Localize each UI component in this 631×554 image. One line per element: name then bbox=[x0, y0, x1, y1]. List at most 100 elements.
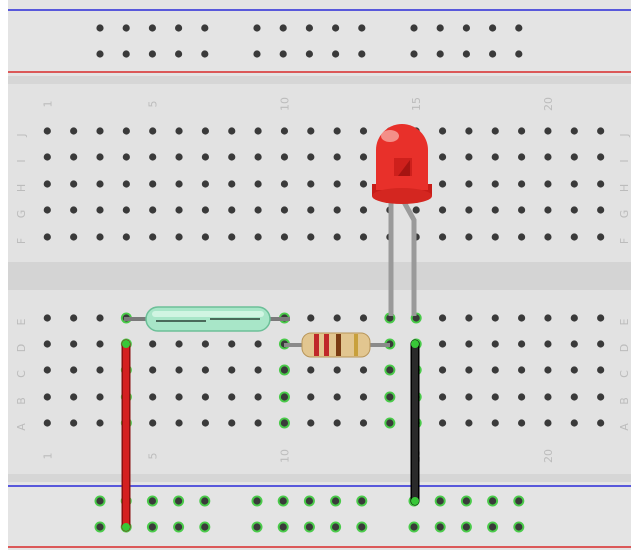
rail-bottom-hole-6-1 bbox=[279, 523, 287, 531]
hole-bottom-2-0 bbox=[70, 314, 78, 322]
hole-bottom-5-2 bbox=[149, 366, 157, 374]
rail-bottom-hole-3-0 bbox=[175, 497, 183, 505]
hole-top-5-2 bbox=[149, 180, 157, 188]
row-label-right-B: B bbox=[618, 397, 631, 405]
hole-bottom-17-0 bbox=[465, 314, 473, 322]
hole-bottom-19-1 bbox=[518, 340, 526, 348]
rail-top-hole-14-1 bbox=[515, 50, 523, 58]
rail-top-hole-10-0 bbox=[410, 24, 418, 32]
hole-bottom-1-3 bbox=[43, 393, 51, 401]
hole-bottom-14-3 bbox=[386, 393, 394, 401]
hole-top-20-3 bbox=[544, 206, 552, 214]
hole-top-20-2 bbox=[544, 180, 552, 188]
hole-top-7-3 bbox=[201, 206, 209, 214]
rail-top-hole-11-1 bbox=[436, 50, 444, 58]
hole-top-9-0 bbox=[254, 127, 262, 135]
row-label-left-G: G bbox=[15, 210, 28, 219]
rail-top-hole-8-0 bbox=[332, 24, 340, 32]
hole-top-18-4 bbox=[491, 233, 499, 241]
hole-top-8-4 bbox=[228, 233, 236, 241]
hole-top-22-0 bbox=[597, 127, 605, 135]
hole-top-13-1 bbox=[359, 153, 368, 161]
hole-top-2-0 bbox=[70, 127, 78, 135]
hole-top-5-4 bbox=[149, 233, 157, 241]
hole-top-11-3 bbox=[307, 206, 315, 214]
resistor-band-2 bbox=[324, 334, 329, 356]
hole-bottom-20-4 bbox=[544, 419, 552, 427]
rail-bottom-hole-2-1 bbox=[148, 523, 156, 531]
hole-top-22-1 bbox=[597, 153, 605, 161]
reed-switch bbox=[145, 306, 271, 332]
hole-top-1-0 bbox=[43, 127, 51, 135]
hole-top-7-1 bbox=[201, 153, 209, 161]
hole-top-10-0 bbox=[280, 127, 289, 135]
rail-top-hole-4-1 bbox=[201, 50, 209, 58]
hole-bottom-3-3 bbox=[96, 393, 104, 401]
rail-top-hole-2-0 bbox=[148, 24, 156, 32]
rail-top-hole-9-1 bbox=[358, 50, 366, 58]
rail-bottom-hole-13-0 bbox=[489, 497, 497, 505]
hole-bottom-13-3 bbox=[359, 393, 368, 401]
row-label-right-A: A bbox=[618, 423, 631, 431]
hole-bottom-22-4 bbox=[597, 419, 605, 427]
hole-bottom-16-3 bbox=[438, 393, 447, 401]
hole-top-16-4 bbox=[438, 233, 447, 241]
hole-top-16-0 bbox=[438, 127, 447, 135]
column-label-top-10: 10 bbox=[278, 97, 291, 111]
bottom-rail-separator bbox=[8, 474, 631, 482]
hole-top-2-2 bbox=[70, 180, 78, 188]
hole-top-3-3 bbox=[96, 206, 104, 214]
resistor-band-tolerance bbox=[354, 334, 358, 356]
hole-top-4-0 bbox=[122, 127, 130, 135]
rail-bottom-hole-5-0 bbox=[253, 497, 261, 505]
hole-bottom-22-2 bbox=[597, 366, 605, 374]
center-channel bbox=[8, 262, 631, 290]
hole-bottom-1-0 bbox=[43, 314, 51, 322]
hole-top-16-1 bbox=[438, 153, 447, 161]
rail-top-hole-10-1 bbox=[410, 50, 418, 58]
hole-bottom-16-2 bbox=[438, 366, 447, 374]
hole-bottom-15-0 bbox=[412, 314, 420, 322]
row-label-left-I: I bbox=[15, 159, 28, 162]
row-label-left-J: J bbox=[15, 133, 28, 137]
hole-top-21-3 bbox=[570, 206, 578, 214]
hole-top-11-0 bbox=[307, 127, 315, 135]
hole-bottom-1-1 bbox=[43, 340, 51, 348]
row-label-right-D: D bbox=[618, 344, 631, 352]
column-label-bottom-20: 20 bbox=[542, 449, 555, 463]
hole-top-4-3 bbox=[122, 206, 130, 214]
hole-bottom-10-4 bbox=[280, 419, 289, 427]
hole-bottom-8-2 bbox=[228, 366, 236, 374]
rail-bottom-hole-0-1 bbox=[96, 523, 104, 531]
hole-top-11-2 bbox=[307, 180, 315, 188]
column-label-top-1: 1 bbox=[41, 101, 54, 108]
reed-switch-highlight bbox=[152, 311, 264, 317]
rail-top-hole-11-0 bbox=[436, 24, 444, 32]
hole-top-5-1 bbox=[149, 153, 157, 161]
hole-bottom-6-2 bbox=[175, 366, 183, 374]
hole-top-9-3 bbox=[254, 206, 262, 214]
rail-bottom-hole-11-0 bbox=[436, 497, 444, 505]
rail-bottom-hole-13-1 bbox=[489, 523, 497, 531]
hole-top-18-1 bbox=[491, 153, 499, 161]
hole-top-18-2 bbox=[491, 180, 499, 188]
hole-bottom-9-4 bbox=[254, 419, 262, 427]
hole-bottom-5-4 bbox=[149, 419, 157, 427]
hole-top-18-3 bbox=[491, 206, 499, 214]
hole-bottom-10-3 bbox=[280, 393, 289, 401]
row-label-left-H: H bbox=[15, 184, 28, 192]
hole-bottom-7-2 bbox=[201, 366, 209, 374]
top-rail-separator bbox=[8, 76, 631, 84]
hole-top-19-0 bbox=[518, 127, 526, 135]
hole-top-5-3 bbox=[149, 206, 157, 214]
hole-top-6-2 bbox=[175, 180, 183, 188]
rail-top-hole-1-0 bbox=[122, 24, 130, 32]
hole-top-6-1 bbox=[175, 153, 183, 161]
hole-bottom-9-1 bbox=[254, 340, 262, 348]
hole-top-8-1 bbox=[228, 153, 236, 161]
row-label-right-E: E bbox=[618, 318, 631, 325]
row-label-left-F: F bbox=[15, 238, 28, 244]
hole-bottom-12-2 bbox=[333, 366, 341, 374]
